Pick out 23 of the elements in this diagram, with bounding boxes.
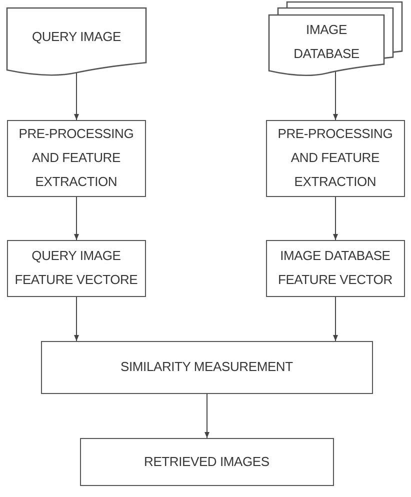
multi-document-shape [269,2,402,76]
process-box [80,438,334,486]
process-box [41,341,373,394]
arrow [333,296,338,342]
node-text: PRE-PROCESSING AND FEATURE EXTRACTION [18,125,135,192]
node-text: RETRIEVED IMAGES [144,452,270,471]
arrow [74,296,79,342]
process-box [266,240,405,297]
node-text: QUERY IMAGE FEATURE VECTORE [14,247,139,290]
arrow [333,196,338,240]
process-box [7,240,146,297]
node-text: PRE-PROCESSING AND FEATURE EXTRACTION [276,125,394,192]
arrow [333,70,338,120]
arrow [74,196,79,240]
node-text: SIMILARITY MEASUREMENT [120,358,293,376]
arrow [74,72,79,120]
process-box [7,120,146,197]
process-box [266,120,405,197]
arrow [204,394,210,438]
node-text: IMAGE DATABASE FEATURE VECTOR [276,247,394,290]
node-text: IMAGE DATABASE [292,21,360,63]
document-shape [7,8,146,75]
node-text: QUERY IMAGE [32,28,122,46]
